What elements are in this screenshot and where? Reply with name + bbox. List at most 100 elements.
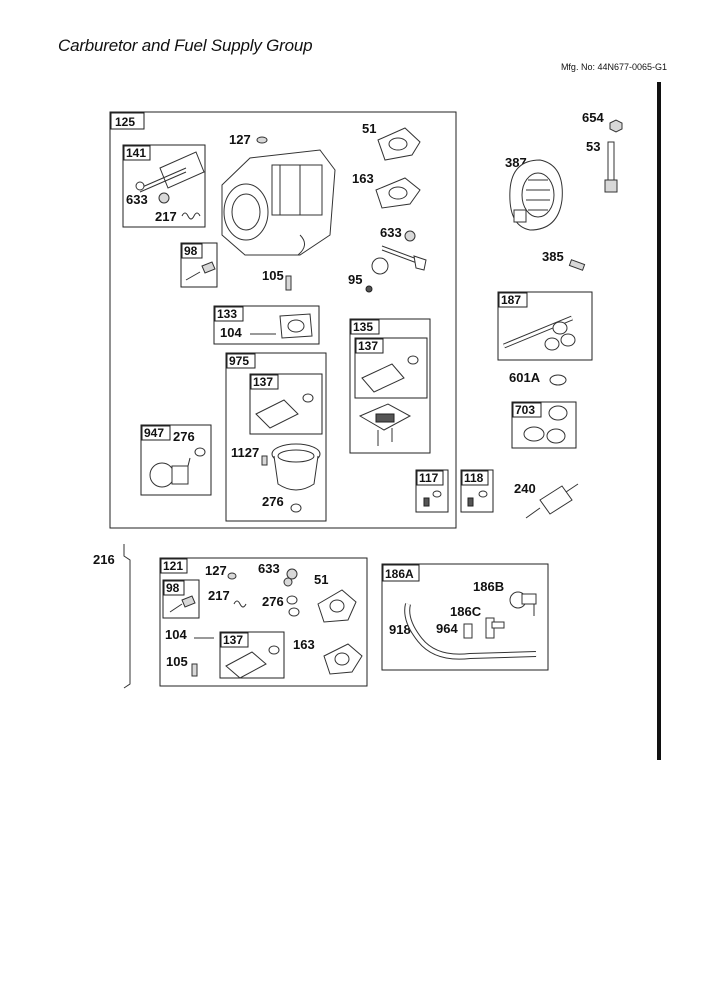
part-186C-elbow — [485, 617, 505, 639]
kit-187-clamp-a — [552, 321, 568, 335]
part-633c-label: 633 — [258, 561, 280, 576]
kit-703-clamp-a — [548, 405, 568, 421]
part-276a-gasket — [194, 447, 206, 457]
float-part — [279, 313, 313, 339]
part-53-label: 53 — [586, 139, 600, 154]
part-95-label: 95 — [348, 272, 362, 287]
kit-98b-box — [162, 579, 200, 619]
part-240-label: 240 — [514, 481, 536, 496]
part-104-label: 104 — [220, 325, 242, 340]
part-186B-fitting — [509, 591, 537, 616]
kit-186A-label: 186A — [385, 567, 414, 581]
kit-98b-mixture-screw — [169, 595, 196, 613]
kit-703-box — [511, 401, 577, 449]
part-51b-label: 51 — [314, 572, 328, 587]
part-601A-label: 601A — [509, 370, 541, 385]
part-276c-gasket-a — [286, 595, 298, 605]
part-633c-bushing-2 — [283, 577, 293, 587]
part-217-label: 217 — [155, 209, 177, 224]
choke-shaft-part — [135, 151, 205, 193]
throttle-shaft-part — [381, 245, 427, 271]
part-601A-clamp — [549, 374, 567, 386]
carburetor-body — [221, 149, 336, 256]
part-163-label: 163 — [352, 171, 374, 186]
part-127b-plug — [227, 572, 237, 580]
kit-141-label: 141 — [126, 146, 146, 160]
kit-947-label: 947 — [144, 426, 164, 440]
idle-mixture-screw — [185, 261, 216, 281]
page-title: Carburetor and Fuel Supply Group — [58, 36, 313, 55]
kit-137a-oring — [407, 355, 419, 365]
kit-703-label: 703 — [515, 403, 535, 417]
kit-703-clamp-b — [523, 426, 545, 442]
part-217b-spring — [233, 600, 247, 608]
part-276c-label: 276 — [262, 594, 284, 609]
part-276c-gasket-b — [288, 607, 300, 617]
kit-117-label: 117 — [419, 471, 439, 485]
part-51-label: 51 — [362, 121, 376, 136]
part-127-label: 127 — [229, 132, 251, 147]
kit-135-tag — [350, 319, 380, 335]
kit-98b-label: 98 — [166, 581, 180, 595]
kit-118-jet — [467, 497, 474, 507]
part-276a-label: 276 — [173, 429, 195, 444]
kit-118-box — [460, 469, 494, 513]
kit-137b-tag — [250, 374, 279, 390]
kit-141-tag — [123, 145, 151, 161]
part-127-plug — [256, 136, 268, 144]
part-633-label: 633 — [126, 192, 148, 207]
part-104b-label: 104 — [165, 627, 187, 642]
part-918-label: 918 — [389, 622, 411, 637]
kit-187-box — [497, 291, 593, 361]
kit-117-tag — [416, 470, 444, 486]
part-105b-screw — [191, 663, 198, 677]
kit-186A-box — [381, 563, 549, 671]
fuel-pump-body-part — [358, 403, 412, 446]
kit-137b-gasket — [255, 399, 299, 429]
kit-137a-tag — [355, 338, 384, 354]
kit-133-tag — [214, 306, 244, 322]
part-385-label: 385 — [542, 249, 564, 264]
kit-125-box — [109, 111, 457, 529]
throttle-plate — [371, 257, 389, 275]
part-216-label: 216 — [93, 552, 115, 567]
kit-137c-gasket — [225, 651, 267, 679]
part-654-label: 654 — [582, 110, 604, 125]
part-633-bushing — [158, 192, 170, 204]
kit-133-box — [213, 305, 320, 345]
kit-118-oring — [478, 490, 488, 498]
kit-187-label: 187 — [501, 293, 521, 307]
kit-121-box — [159, 557, 368, 687]
part-1127-label: 1127 — [231, 445, 259, 460]
kit-137b-label: 137 — [253, 375, 273, 389]
part-216-link-rod — [123, 544, 131, 689]
kit-947-tag — [141, 425, 171, 441]
manufacturer-number: Mfg. No: 44N677-0065-G1 — [560, 62, 667, 72]
part-105-label: 105 — [262, 268, 284, 283]
part-385-screw — [568, 259, 586, 271]
part-163-gasket — [375, 177, 421, 209]
kit-141-box — [122, 144, 206, 228]
part-276b-gasket — [290, 503, 302, 513]
kit-98-tag — [181, 243, 203, 259]
kit-187-clamp-c — [544, 337, 560, 351]
kit-137c-tag — [220, 632, 249, 648]
part-127b-label: 127 — [205, 563, 227, 578]
kit-137c-oring — [268, 645, 280, 655]
fuel-filter-part — [525, 483, 579, 519]
part-53-stud — [604, 141, 618, 193]
fuel-solenoid-part — [149, 457, 191, 488]
part-633b-label: 633 — [380, 225, 402, 240]
part-95-screw — [365, 285, 373, 293]
part-105b-label: 105 — [166, 654, 188, 669]
kit-187-clamp-b — [560, 333, 576, 347]
kit-121-tag — [160, 558, 188, 574]
kit-125-tag — [110, 112, 145, 130]
kit-947-box — [140, 424, 212, 496]
kit-121-label: 121 — [163, 559, 183, 573]
kit-137a-gasket — [361, 363, 405, 393]
kit-975-box — [225, 352, 327, 522]
kit-703-clamp-c — [546, 428, 566, 444]
